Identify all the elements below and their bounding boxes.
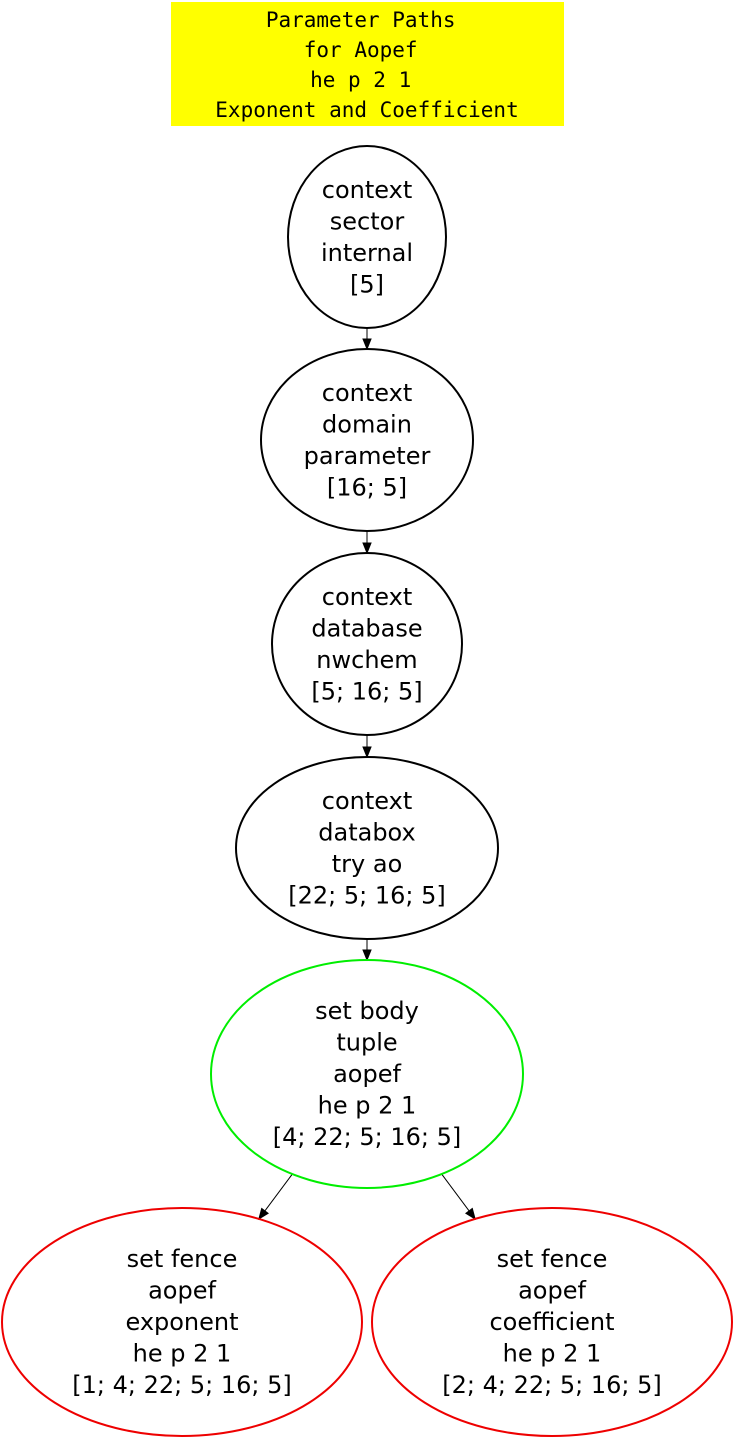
node-label: context domain parameter [16; 5]: [304, 379, 431, 502]
node-ellipse: [235, 756, 499, 940]
node-context-sector: context sector internal [5]: [287, 145, 447, 329]
node-label-line: [5; 16; 5]: [311, 677, 422, 705]
node-set-fence-exponent: set fence aopef exponent he p 2 1 [1; 4; 22;…: [1, 1207, 363, 1437]
arrowhead-context-domain: [362, 338, 372, 351]
node-ellipse: [210, 959, 524, 1189]
edge-set-body-to-set-fence-coefficient: [441, 1173, 470, 1212]
node-label-line: context: [322, 583, 412, 611]
arrowhead-set-fence-exponent: [258, 1207, 269, 1220]
node-label-line: internal: [321, 239, 413, 267]
node-label-line: databox: [318, 818, 415, 846]
node-label-line: set fence: [497, 1245, 608, 1273]
node-label-line: context: [322, 787, 412, 815]
node-label-line: set fence: [127, 1245, 238, 1273]
node-label-line: [22; 5; 16; 5]: [288, 881, 446, 909]
node-label-line: sector: [330, 207, 405, 235]
node-label-line: set body: [315, 997, 419, 1025]
node-ellipse: [260, 348, 474, 532]
node-label-line: [1; 4; 22; 5; 16; 5]: [72, 1371, 291, 1399]
node-context-domain: context domain parameter [16; 5]: [260, 348, 474, 532]
node-label-line: aopef: [333, 1060, 401, 1088]
node-label-line: he p 2 1: [503, 1340, 602, 1368]
node-ellipse: [287, 145, 447, 329]
node-label-line: [2; 4; 22; 5; 16; 5]: [442, 1371, 661, 1399]
node-label-line: tuple: [336, 1029, 397, 1057]
node-label-line: database: [311, 614, 422, 642]
node-label: context database nwchem [5; 16; 5]: [311, 583, 422, 706]
node-context-database: context database nwchem [5; 16; 5]: [271, 552, 463, 736]
node-label-line: [16; 5]: [327, 473, 407, 501]
edge-set-body-to-set-fence-exponent: [264, 1173, 293, 1212]
arrowhead-context-databox: [362, 746, 372, 759]
node-label-line: context: [322, 379, 412, 407]
nodes-layer: context sector internal [5] context domain par…: [1, 145, 733, 1437]
arrowhead-set-body: [362, 949, 372, 962]
node-label-line: [4; 22; 5; 16; 5]: [273, 1123, 461, 1151]
node-label: set fence aopef exponent he p 2 1 [1; 4; 22;…: [72, 1245, 291, 1399]
node-ellipse: [271, 552, 463, 736]
node-ellipse: [1, 1207, 363, 1437]
node-label-line: [5]: [350, 270, 384, 298]
node-label-line: aopef: [518, 1277, 586, 1305]
node-label-line: context: [322, 176, 412, 204]
edges-layer: [258, 328, 476, 1220]
title-box: [171, 2, 564, 126]
diagram-title: Parameter Paths for Aopef he p 2 1 Expon…: [215, 8, 518, 122]
node-label-line: try ao: [332, 850, 403, 878]
node-set-body: set body tuple aopef he p 2 1 [4; 22; 5; 16;…: [210, 959, 524, 1189]
node-label-line: coefficient: [489, 1308, 614, 1336]
arrowhead-context-database: [362, 542, 372, 555]
node-set-fence-coefficient: set fence aopef coefficient he p 2 1 [2; 4; …: [371, 1207, 733, 1437]
title-line: for Aopef: [304, 38, 418, 62]
node-label-line: domain: [322, 410, 412, 438]
node-label: context sector internal [5]: [321, 176, 413, 298]
title-line: Exponent and Coefficient: [215, 98, 518, 122]
node-label-line: exponent: [125, 1308, 238, 1336]
node-label: context databox try ao [22; 5; 16; 5]: [288, 787, 446, 910]
title-line: he p 2 1: [310, 68, 411, 92]
node-label-line: nwchem: [316, 646, 417, 674]
node-ellipse: [371, 1207, 733, 1437]
node-context-databox: context databox try ao [22; 5; 16; 5]: [235, 756, 499, 940]
node-label-line: he p 2 1: [133, 1340, 232, 1368]
node-label: set fence aopef coefficient he p 2 1 [2; 4; …: [442, 1245, 661, 1399]
node-label: set body tuple aopef he p 2 1 [4; 22; 5; 16;…: [273, 997, 461, 1151]
node-label-line: he p 2 1: [318, 1092, 417, 1120]
title-line: Parameter Paths: [266, 8, 456, 32]
arrowhead-set-fence-coefficient: [465, 1207, 476, 1220]
node-label-line: parameter: [304, 442, 431, 470]
node-label-line: aopef: [148, 1277, 216, 1305]
